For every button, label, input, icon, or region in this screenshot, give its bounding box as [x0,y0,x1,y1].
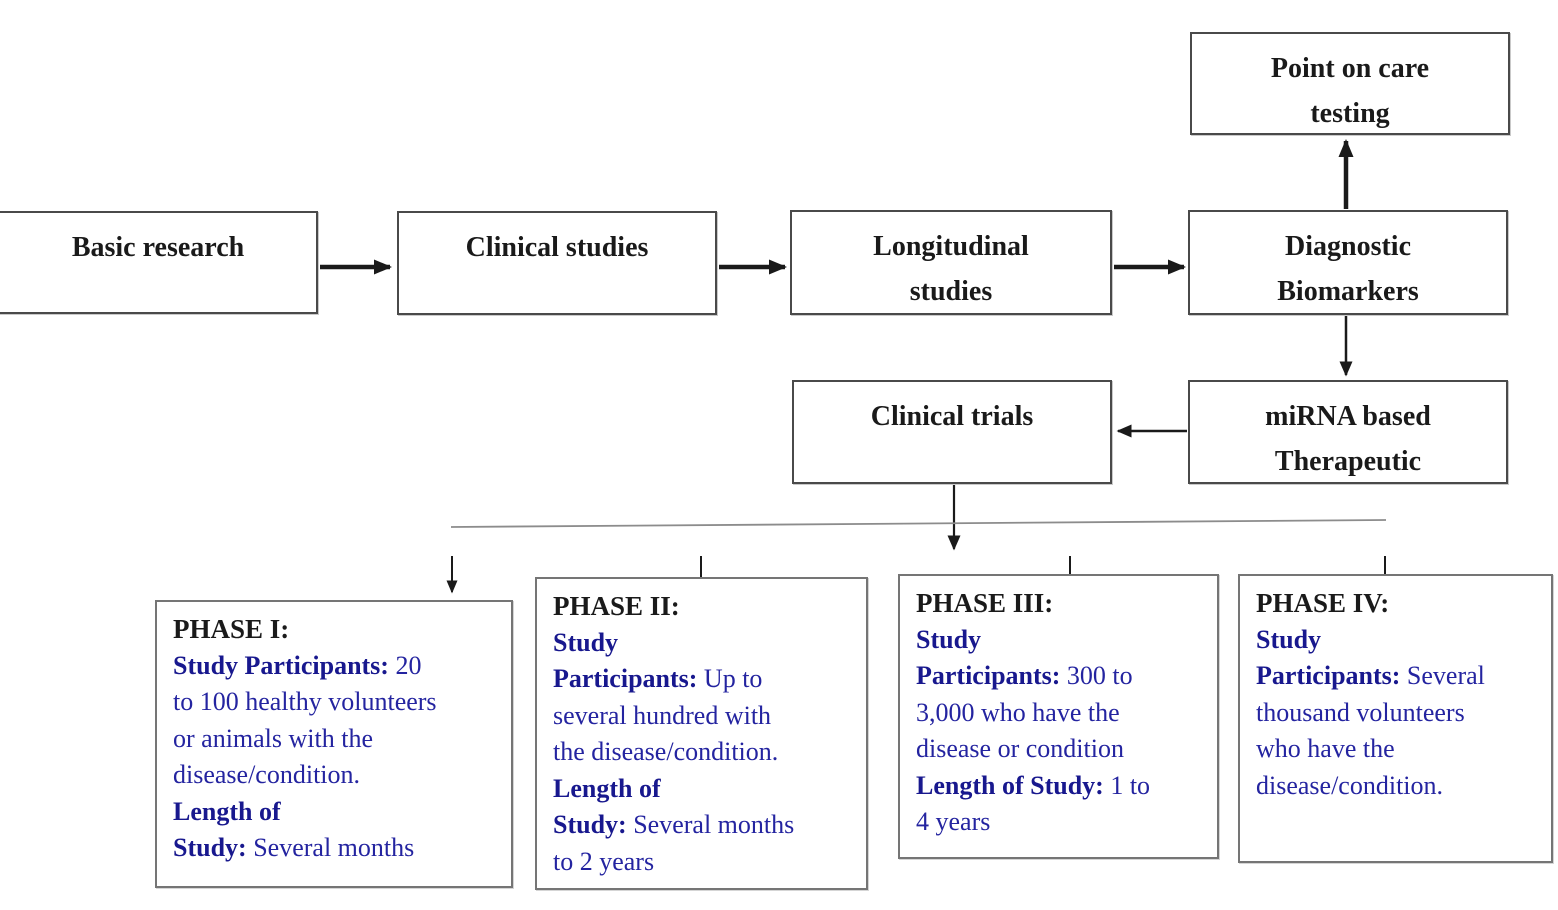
phase-text-line: to 100 healthy volunteers [173,687,437,716]
node-label: Biomarkers [1277,276,1419,307]
phase-title: PHASE III: [916,588,1054,618]
phase-text-line: Study [553,627,619,657]
node-label: Point on care [1270,53,1430,84]
node-clinical-trials: Clinical trials [792,380,1112,484]
phase-text-line: Study [916,624,982,654]
node-basic-research: Basic research [0,211,318,314]
phase-text-line: Participants: 300 to [916,661,1133,690]
phase-text-line: several hundred with [553,700,772,730]
phase-text-line: 3,000 who have the [916,697,1120,727]
node-label: Diagnostic [1285,231,1411,262]
node-label: Longitudinal [873,231,1029,262]
phase-body: Study Participants: 20 to 100 healthy vol… [173,648,501,867]
phase-text-line: 4 years [916,807,991,836]
phase-text-line: Length of [553,773,661,803]
node-point-on-care-testing: Point on care testing [1190,32,1510,135]
node-longitudinal-studies: Longitudinal studies [790,210,1112,315]
phase-text-line: Study: Several months [173,833,415,862]
phase-text-line: Study Participants: 20 [173,650,422,680]
phase-title: PHASE IV: [1256,588,1390,618]
phase-title: PHASE I: [173,614,290,644]
phase-title: PHASE II: [553,591,680,621]
phase-box-1: PHASE I: Study Participants: 20 to 100 he… [155,600,513,888]
node-label: Basic research [71,232,245,263]
phase-text-line: Study [1256,624,1322,654]
phase-text-line: disease/condition. [173,760,361,789]
phase-text-line: to 2 years [553,846,655,876]
phase-text-line: Participants: Several [1256,661,1485,690]
phase-text-line: thousand volunteers [1256,697,1465,727]
node-diagnostic-biomarkers: Diagnostic Biomarkers [1188,210,1508,315]
node-mirna-based-therapeutic: miRNA based Therapeutic [1188,380,1508,484]
phase-text-line: disease/condition. [1256,770,1444,800]
node-label: Clinical trials [870,401,1034,432]
phase-text-line: the disease/condition. [553,737,779,766]
node-clinical-studies: Clinical studies [397,211,717,315]
branch-distributor-line [450,519,1387,528]
node-label: Therapeutic [1274,446,1422,477]
phase-text-line: Participants: Up to [553,664,763,693]
phase-text-line: Length of Study: 1 to [916,770,1151,800]
phase-text-line: Length of [173,796,281,826]
node-label: Clinical studies [465,232,649,263]
node-label: testing [1310,98,1390,129]
node-label: studies [909,276,993,307]
phase-text-line: disease or condition [916,734,1124,763]
node-label: miRNA based [1265,401,1431,432]
phase-text-line: or animals with the [173,723,374,753]
phase-text-line: who have the [1256,734,1395,763]
phase-text-line: Study: Several months [553,810,795,839]
